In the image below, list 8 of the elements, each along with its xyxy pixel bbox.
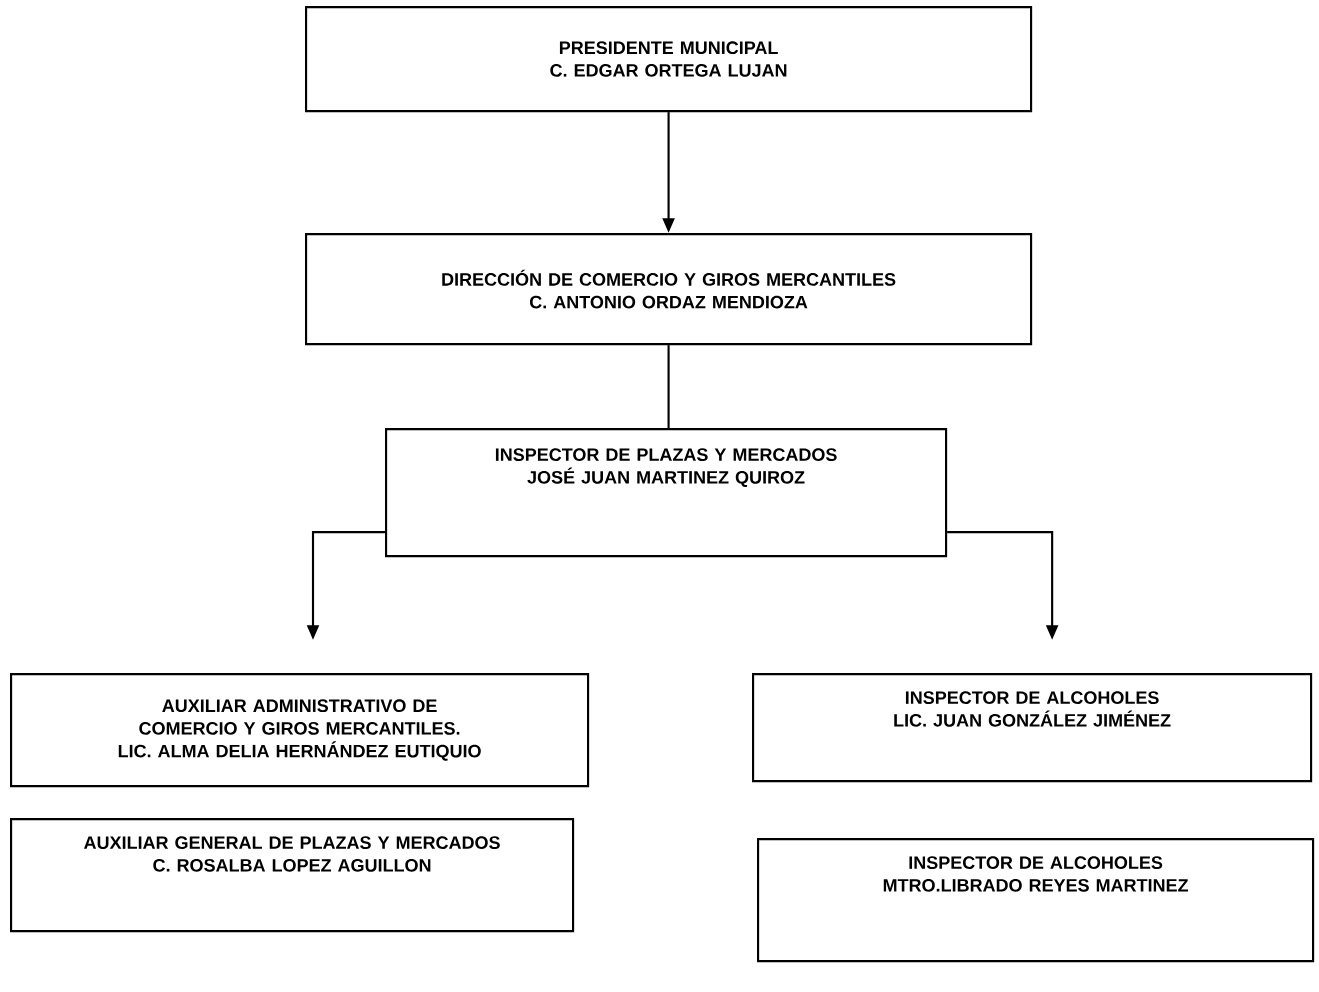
position-box: PRESIDENTE MUNICIPAL C. EDGAR ORTEGA LUJAN <box>305 6 1033 113</box>
position-box: AUXILIAR GENERAL DE PLAZAS Y MERCADOS C. ROSALBA LOPEZ AGUILLON <box>10 818 575 933</box>
position-box: INSPECTOR DE ALCOHOLES LIC. JUAN GONZÁLEZ JIMÉNEZ <box>752 673 1313 783</box>
position-box: AUXILIAR ADMINISTRATIVO DE COMERCIO Y GIROS MERCANTILES. LIC. ALMA DELIA HERNÁNDEZ EUTIQUIO <box>10 673 590 788</box>
position-box: INSPECTOR DE ALCOHOLES MTRO.LIBRADO REYES MARTINEZ <box>757 838 1315 963</box>
position-box: INSPECTOR DE PLAZAS Y MERCADOS JOSÉ JUAN MARTINEZ QUIROZ <box>385 428 948 558</box>
position-box: DIRECCIÓN DE COMERCIO Y GIROS MERCANTILES C. ANTONIO ORDAZ MENDIOZA <box>305 233 1033 346</box>
connector-line <box>667 345 670 428</box>
